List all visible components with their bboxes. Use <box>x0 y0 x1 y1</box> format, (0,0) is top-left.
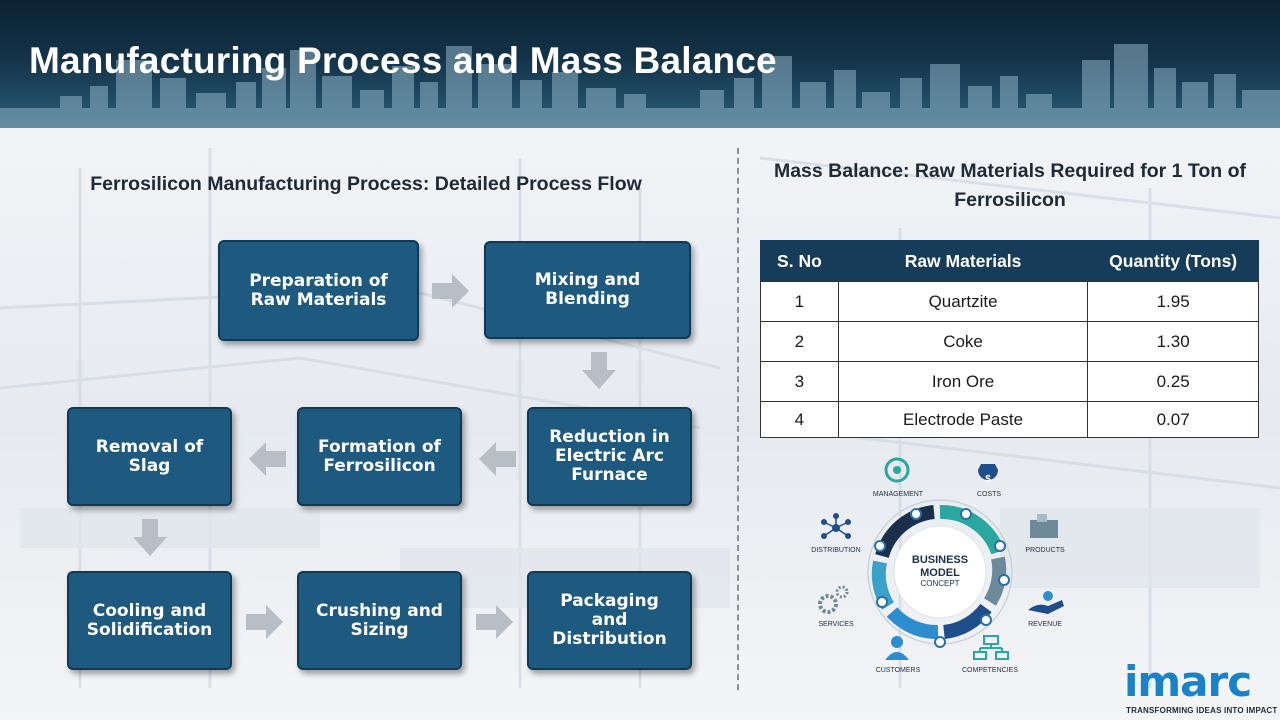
arrow-right-icon <box>246 605 283 639</box>
cell-quantity: 0.25 <box>1087 361 1259 402</box>
label-competencies: COMPETENCIES <box>962 667 1018 674</box>
mass-balance-title: Mass Balance: Raw Materials Required for… <box>773 160 1247 211</box>
label-products: PRODUCTS <box>1025 547 1065 554</box>
management-icon <box>884 457 910 483</box>
flow-title: Ferrosilicon Manufacturing Process: Deta… <box>90 173 642 195</box>
step-cooling-and-solidification: Cooling and Solidification <box>67 571 232 670</box>
cell-raw-material: Electrode Paste <box>837 401 1089 438</box>
customers-icon <box>885 636 909 660</box>
city-skyline-image <box>0 44 1280 128</box>
bm-center-business: BUSINESS <box>912 554 968 566</box>
arrow-right-icon <box>432 274 469 308</box>
mass-balance-table: S. No Raw Materials Quantity (Tons) 1 Qu… <box>760 240 1259 438</box>
cell-raw-material: Coke <box>837 321 1089 362</box>
products-icon <box>1030 514 1058 538</box>
label-services: SERVICES <box>818 621 854 628</box>
cell-s-no: 3 <box>760 361 839 402</box>
label-distribution: DISTRIBUTION <box>811 547 860 554</box>
arrow-down-icon <box>133 519 167 556</box>
page-title: Manufacturing Process and Mass Balance <box>29 40 777 81</box>
table-row: 4 Electrode Paste 0.07 <box>760 401 1259 438</box>
imarc-logo: imarc <box>1124 657 1252 706</box>
table-header-row: S. No Raw Materials Quantity (Tons) <box>760 240 1259 282</box>
cell-quantity: 1.30 <box>1087 321 1259 362</box>
step-reduction-in-electric-arc-furnace: Reduction in Electric Arc Furnace <box>527 407 692 506</box>
section-divider <box>737 148 739 690</box>
cell-raw-material: Iron Ore <box>837 361 1089 402</box>
cell-quantity: 0.07 <box>1087 401 1259 438</box>
competencies-icon <box>973 635 1009 660</box>
step-packaging-and-distribution: Packaging and Distribution <box>527 571 692 670</box>
label-costs: COSTS <box>977 491 1001 498</box>
label-revenue: REVENUE <box>1028 621 1062 628</box>
imarc-tagline: TRANSFORMING IDEAS INTO IMPACT <box>1126 706 1278 715</box>
step-removal-of-slag: Removal of Slag <box>67 407 232 506</box>
cell-quantity: 1.95 <box>1087 281 1259 322</box>
costs-icon: $ <box>978 464 998 485</box>
arrow-right-icon <box>476 605 513 639</box>
cell-s-no: 4 <box>760 401 839 438</box>
label-customers: CUSTOMERS <box>876 667 921 674</box>
step-mixing-and-blending: Mixing and Blending <box>484 241 691 339</box>
step-crushing-and-sizing: Crushing and Sizing <box>297 571 462 670</box>
column-header-quantity: Quantity (Tons) <box>1087 240 1259 282</box>
arrow-down-icon <box>582 352 616 389</box>
table-row: 3 Iron Ore 0.25 <box>760 361 1259 402</box>
revenue-icon <box>1028 591 1064 614</box>
arrow-left-icon <box>479 442 516 476</box>
cell-raw-material: Quartzite <box>837 281 1089 322</box>
table-row: 2 Coke 1.30 <box>760 321 1259 362</box>
step-preparation-of-raw-materials: Preparation of Raw Materials <box>218 240 419 341</box>
bm-center-model: MODEL <box>920 567 960 579</box>
column-header-raw-materials: Raw Materials <box>837 240 1089 282</box>
label-management: MANAGEMENT <box>873 491 924 498</box>
step-formation-of-ferrosilicon: Formation of Ferrosilicon <box>297 407 462 506</box>
business-model-graphic: BUSINESS MODEL CONCEPT MANAGEMENT $ COST… <box>811 457 1065 674</box>
bm-center-concept: CONCEPT <box>920 579 959 588</box>
header-banner: Manufacturing Process and Mass Balance <box>0 0 1280 128</box>
distribution-icon <box>821 513 851 539</box>
arrow-left-icon <box>249 442 286 476</box>
table-row: 1 Quartzite 1.95 <box>760 281 1259 322</box>
services-icon <box>818 585 849 614</box>
svg-text:$: $ <box>985 474 991 485</box>
cell-s-no: 1 <box>760 281 839 322</box>
column-header-s-no: S. No <box>760 240 839 282</box>
cell-s-no: 2 <box>760 321 839 362</box>
